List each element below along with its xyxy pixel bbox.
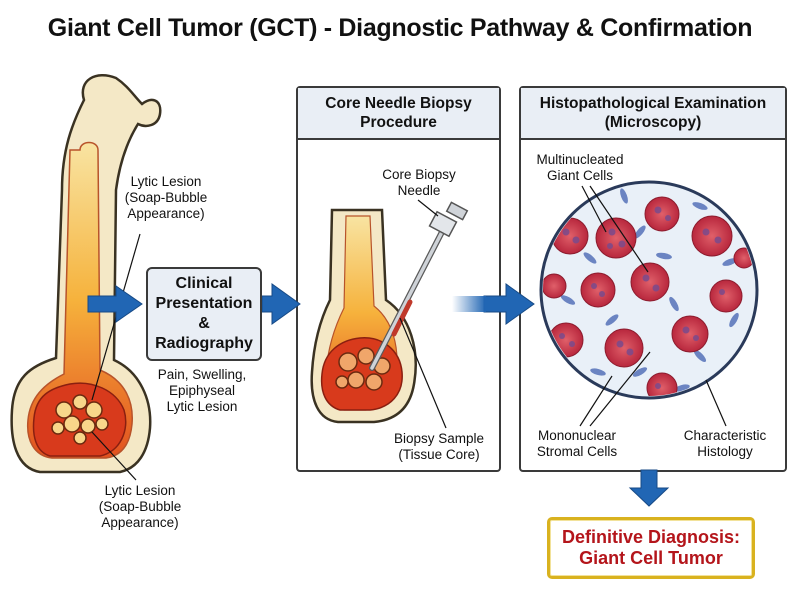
symptoms-line-3: Lytic Lesion <box>166 399 238 414</box>
stromal-line-2: Stromal Cells <box>536 444 618 459</box>
definitive-diagnosis-box: Definitive Diagnosis: Giant Cell Tumor <box>547 517 755 579</box>
lytic-bottom-line-1: Lytic Lesion <box>104 483 176 498</box>
arrow-histology-to-diagnosis <box>628 469 670 507</box>
giant-cell-leader-2 <box>589 185 649 273</box>
giant-cells <box>543 196 755 396</box>
lytic-top-line-1: Lytic Lesion <box>130 174 202 189</box>
diagnosis-line-1: Definitive Diagnosis: <box>561 527 741 547</box>
sample-label-line-1: Biopsy Sample <box>393 431 485 446</box>
histology-panel-heading: Histopathological Examination (Microscop… <box>521 88 785 140</box>
page-title: Giant Cell Tumor (GCT) - Diagnostic Path… <box>47 14 753 42</box>
characteristic-histology-label: Characteristic Histology <box>672 428 778 460</box>
biopsy-panel-heading: Core Needle Biopsy Procedure <box>298 88 499 140</box>
cell-nuclei <box>559 206 725 389</box>
flow-arrows <box>87 283 670 507</box>
femur-lesion-area <box>32 382 127 457</box>
giant-cells-line-2: Giant Cells <box>546 168 614 183</box>
giant-cell-leader-1 <box>581 185 607 233</box>
femur-illustration <box>10 74 162 481</box>
arrow-fade-tail <box>452 296 486 312</box>
sample-label-line-2: (Tissue Core) <box>398 447 480 462</box>
stromal-line-1: Mononuclear <box>537 428 617 443</box>
biopsy-bone-illustration <box>310 199 469 429</box>
stromal-cells-label: Mononuclear Stromal Cells <box>524 428 630 460</box>
femur-soap-bubbles <box>51 394 109 445</box>
symptoms-line-1: Pain, Swelling, <box>157 367 247 382</box>
sample-leader <box>399 317 447 429</box>
stromal-cells <box>552 188 739 392</box>
femur-marrow <box>26 141 133 459</box>
needle-label-line-1: Core Biopsy <box>382 167 456 182</box>
clinical-line-4: Radiography <box>155 335 253 352</box>
lytic-bottom-line-3: Appearance) <box>101 515 179 530</box>
needle-leader <box>417 199 439 217</box>
biopsy-heading-line-2: Procedure <box>360 114 437 131</box>
lytic-bottom-line-2: (Soap-Bubble <box>98 499 182 514</box>
arrow-clinical-to-biopsy <box>261 283 301 325</box>
clinical-line-2: Presentation <box>155 295 253 312</box>
lytic-top-line-3: Appearance) <box>127 206 205 221</box>
histology-leader <box>705 379 727 427</box>
histology-line-2: Histology <box>697 444 753 459</box>
lytic-lesion-label-bottom: Lytic Lesion (Soap-Bubble Appearance) <box>84 483 196 531</box>
diagnosis-line-2: Giant Cell Tumor <box>579 548 723 568</box>
stromal-leader-2 <box>589 351 651 427</box>
biopsy-sample-label: Biopsy Sample (Tissue Core) <box>384 431 494 463</box>
clinical-line-3: & <box>198 315 210 332</box>
core-biopsy-needle <box>369 201 469 371</box>
histology-heading-line-1: Histopathological Examination <box>539 95 767 112</box>
arrow-bone-to-clinical <box>87 285 143 323</box>
histology-heading-line-2: (Microscopy) <box>604 114 702 131</box>
lytic-leader-bottom <box>91 431 137 481</box>
clinical-line-1: Clinical <box>175 275 233 292</box>
symptoms-line-2: Epiphyseal <box>168 383 236 398</box>
biopsy-heading-line-1: Core Needle Biopsy <box>325 95 472 112</box>
histology-line-1: Characteristic <box>683 428 767 443</box>
giant-cells-line-1: Multinucleated <box>536 152 624 167</box>
arrow-biopsy-to-histology <box>483 283 535 325</box>
giant-cells-label: Multinucleated Giant Cells <box>528 152 632 184</box>
core-biopsy-needle-label: Core Biopsy Needle <box>366 167 472 199</box>
microscopy-view <box>539 180 759 427</box>
clinical-presentation-box: Clinical Presentation & Radiography <box>146 267 262 361</box>
needle-label-line-2: Needle <box>397 183 441 198</box>
clinical-symptoms: Pain, Swelling, Epiphyseal Lytic Lesion <box>140 367 264 415</box>
biopsy-panel: Core Needle Biopsy Procedure <box>296 86 501 472</box>
lytic-lesion-label-top: Lytic Lesion (Soap-Bubble Appearance) <box>110 174 222 222</box>
lytic-top-line-2: (Soap-Bubble <box>124 190 208 205</box>
stromal-leader-1 <box>579 375 613 427</box>
